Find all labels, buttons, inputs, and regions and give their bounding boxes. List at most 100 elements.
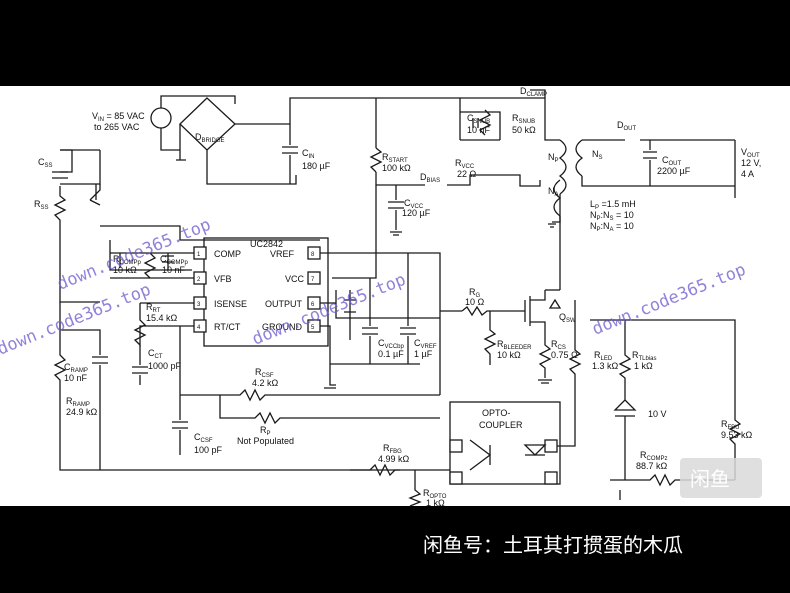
ic-uc2842: UC2842 1 2 3 4 COMP VFB ISENSE RT/CT 8 7… [197,239,315,332]
rcs-label: RCS [551,339,566,351]
rcomp2-label: RCOMPz [640,450,668,462]
rtlbias-label: RTLbias [632,350,657,362]
dclamp-label: DCLAMP [520,86,547,98]
footer-caption: 闲鱼号：土耳其打掼蛋的木瓜 [423,533,683,557]
wires [52,89,742,507]
ropto-value: 1 kΩ [426,498,445,508]
cvref-label: CVREF [414,338,437,350]
cct-label: CCT [148,348,163,360]
rled-value: 1.3 kΩ [592,361,619,371]
rss-label: RSS [34,199,49,211]
rcs-value: 0.75 Ω [551,350,578,360]
rp-value: Not Populated [237,436,294,446]
cvccbp-value: 0.1 µF [378,349,404,359]
pin-7-label: VCC [285,274,305,284]
cout-value: 2200 µF [657,166,691,176]
rcomp-value: 10 kΩ [113,265,137,275]
cin-label: CIN [302,148,315,160]
ic-name: UC2842 [250,239,283,249]
rfbu-label: RFBU [721,419,740,431]
rcomp-label: RCOMPp [113,254,142,266]
npna-label: NP:NA = 10 [590,221,634,233]
pin-1-label: COMP [214,249,241,259]
rrt-value: 15.4 kΩ [146,313,178,323]
pin-8-label: VREF [270,249,295,259]
cout-label: COUT [662,155,682,167]
rbleeder-value: 10 kΩ [497,350,521,360]
rvcc-value: 22 Ω [457,169,477,179]
ropto-label: ROPTO [423,488,447,500]
cvccbp-label: CVCCbp [378,338,405,350]
cvcc-value: 120 µF [402,208,431,218]
dbias-label: DBIAS [420,172,440,184]
cct-value: 1000 pF [148,361,182,371]
pin-4-num: 4 [197,325,201,331]
cvcc-label: CVCC [404,198,424,210]
csnub-label: CSNUB [467,113,490,125]
rrt-label: RRT [146,302,161,314]
ccsf-value: 100 pF [194,445,223,455]
css-label: CSS [38,157,53,169]
pin-8-num: 8 [311,252,315,258]
ccomp-label: CCOMPp [160,254,189,266]
dbridge-label: DBRIDGE [195,132,225,144]
qsw-label: QSW [559,312,576,324]
pin-7-num: 7 [311,277,315,283]
rp-label: RP [260,425,271,437]
rg-label: RG [469,287,481,299]
rfbg-value: 4.99 kΩ [378,454,410,464]
vin-label: VIN = 85 VAC [92,111,145,123]
rsnub-label: RSNUB [512,113,535,125]
rfbg-label: RFBG [383,443,402,455]
rramp-label: RRAMP [66,396,90,408]
pin-2-num: 2 [197,277,201,283]
pin-4-label: RT/CT [214,322,241,332]
pin-1-num: 1 [197,252,201,258]
csnub-value: 10 nF [467,125,491,135]
rled-label: RLED [594,350,613,362]
ccsf-label: CCSF [194,432,213,444]
vout-label: VOUT [741,147,760,159]
pin-3-label: ISENSE [214,299,247,309]
cramp-value: 10 nF [64,373,88,383]
opto-label-1: OPTO- [482,408,510,418]
vin-range: to 265 VAC [94,122,140,132]
vout-volts: 12 V, [741,158,761,168]
ccomp-value: 10 nF [162,265,186,275]
rramp-value: 24.9 kΩ [66,407,98,417]
vout-amps: 4 A [741,169,754,179]
cvref-value: 1 µF [414,349,433,359]
rcsf-label: RCSF [255,367,274,379]
rsnub-value: 50 kΩ [512,125,536,135]
pin-5-num: 5 [311,325,315,331]
rcsf-value: 4.2 kΩ [252,378,279,388]
xianyu-logo: 闲鱼 [680,458,762,498]
component-labels: VIN = 85 VAC to 265 VAC DBRIDGE CIN 180 … [34,86,761,508]
rg-value: 10 Ω [465,297,485,307]
pin-3-num: 3 [197,302,201,308]
pin-2-label: VFB [214,274,232,284]
npns-label: NP:NS = 10 [590,210,634,222]
rcomp2-value: 88.7 kΩ [636,461,668,471]
zener-value: 10 V [648,409,667,419]
pin-5-label: GROUND [262,322,302,332]
ns-label: NS [592,149,603,161]
cramp-label: CRAMP [64,362,88,374]
opto-label-2: COUPLER [479,420,523,430]
dout-label: DOUT [617,120,637,132]
na-label: NA [548,186,559,198]
pin-6-num: 6 [311,302,315,308]
schematic-panel [0,86,790,506]
rvcc-label: RVCC [455,158,475,170]
cin-value: 180 µF [302,161,331,171]
xianyu-logo-text: 闲鱼 [690,467,730,491]
rfbu-value: 9.53 kΩ [721,430,753,440]
rbleeder-label: RBLEEDER [497,339,532,351]
rstart-value: 100 kΩ [382,163,411,173]
rstart-label: RSTART [382,152,408,164]
lp-label: LP =1.5 mH [590,199,636,211]
rtlbias-value: 1 kΩ [634,361,653,371]
pin-6-label: OUTPUT [265,299,303,309]
